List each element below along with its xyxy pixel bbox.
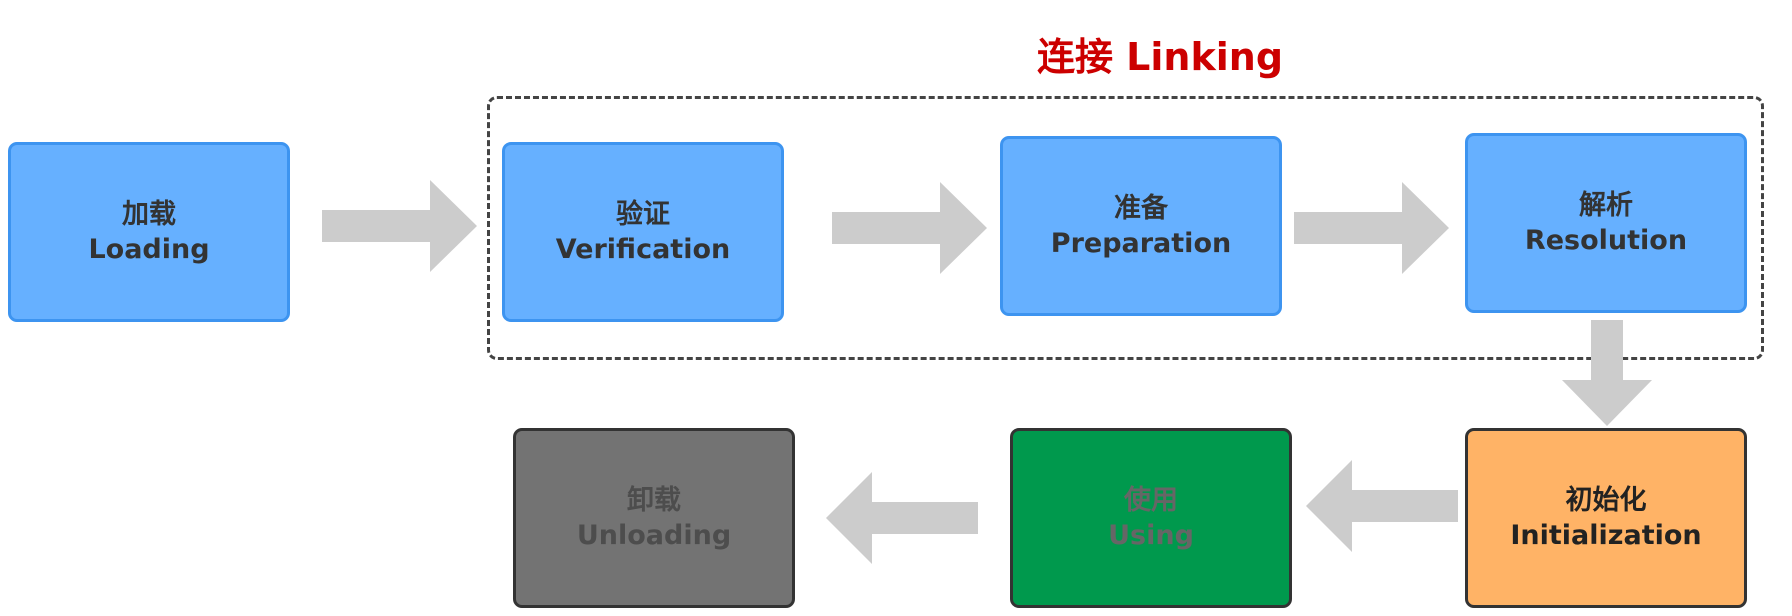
stage-loading: 加载 Loading xyxy=(8,142,290,322)
stage-initialization-en: Initialization xyxy=(1510,520,1702,551)
stage-preparation-cn: 准备 xyxy=(1114,193,1168,224)
stage-initialization-cn: 初始化 xyxy=(1565,485,1647,516)
stage-unloading-cn: 卸载 xyxy=(627,485,681,516)
stage-preparation-en: Preparation xyxy=(1050,228,1232,259)
stage-resolution: 解析 Resolution xyxy=(1465,133,1747,313)
stage-using: 使用 Using xyxy=(1010,428,1292,608)
stage-initialization: 初始化 Initialization xyxy=(1465,428,1747,608)
linking-group-border xyxy=(487,96,1764,360)
arrow-loading-to-verification xyxy=(322,180,477,272)
stage-resolution-cn: 解析 xyxy=(1579,190,1633,221)
arrow-initialization-to-using xyxy=(1306,460,1458,552)
stage-using-en: Using xyxy=(1108,520,1194,551)
arrow-verification-to-preparation xyxy=(832,182,987,274)
stage-using-cn: 使用 xyxy=(1124,485,1178,516)
arrow-resolution-to-initialization xyxy=(1562,320,1652,426)
stage-unloading-en: Unloading xyxy=(576,520,732,551)
stage-unloading: 卸载 Unloading xyxy=(513,428,795,608)
stage-verification-en: Verification xyxy=(555,234,731,265)
arrow-preparation-to-resolution xyxy=(1294,182,1449,274)
stage-preparation: 准备 Preparation xyxy=(1000,136,1282,316)
linking-group-title: 连接 Linking xyxy=(1036,35,1284,79)
stage-loading-cn: 加载 xyxy=(122,199,176,230)
stage-loading-en: Loading xyxy=(88,234,210,265)
stage-resolution-en: Resolution xyxy=(1524,225,1688,256)
arrow-using-to-unloading xyxy=(826,472,978,564)
stage-verification-cn: 验证 xyxy=(616,199,670,230)
stage-verification: 验证 Verification xyxy=(502,142,784,322)
